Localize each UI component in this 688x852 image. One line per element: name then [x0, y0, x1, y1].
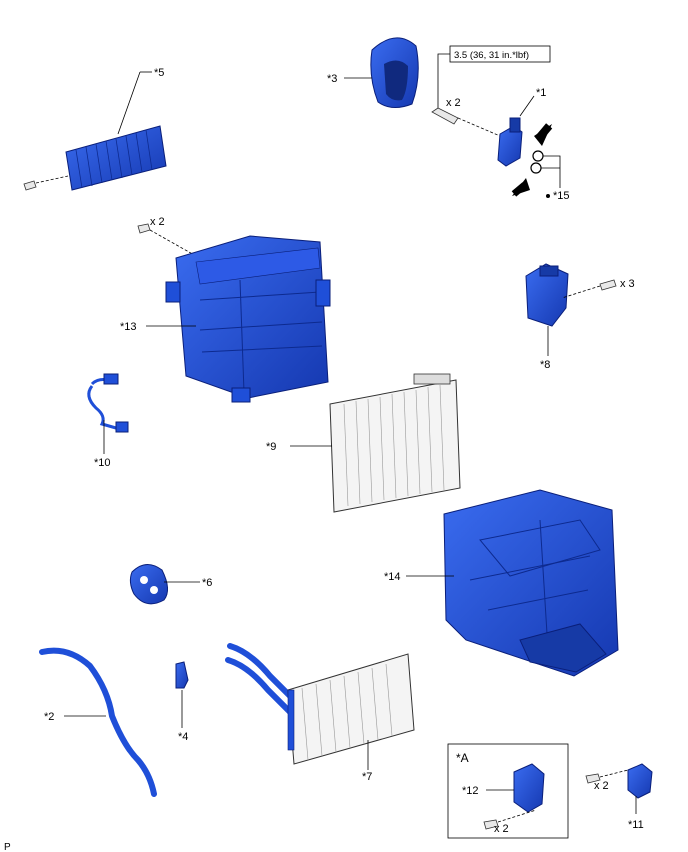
screw-icon-13 [137, 223, 151, 234]
label-7: *7 [362, 771, 372, 783]
part-13-case [165, 235, 331, 403]
part-14-heater-case [443, 489, 619, 677]
label-4: *4 [178, 731, 188, 743]
inset-box-a [447, 743, 569, 839]
screw-icon [23, 180, 37, 191]
non-reusable-dot [546, 194, 550, 198]
label-6: *6 [202, 577, 212, 589]
o-ring-upper [532, 150, 544, 162]
qty-x2-screw-11: x 2 [594, 780, 609, 792]
part-12-servo-motor [513, 763, 545, 813]
part-2-drain-hose [39, 647, 157, 797]
part-4-clamp [175, 661, 189, 689]
part-6-grommet [129, 564, 168, 605]
label-10: *10 [94, 457, 111, 469]
label-9: *9 [266, 441, 276, 453]
qty-x3-screw-8: x 3 [620, 278, 635, 290]
torque-spec: 3.5 (36, 31 in.*lbf) [454, 50, 529, 61]
label-13: *13 [120, 321, 137, 333]
part-1-expansion-valve [497, 117, 523, 167]
label-5: *5 [154, 67, 164, 79]
label-8: *8 [540, 359, 550, 371]
label-3: *3 [327, 73, 337, 85]
o-ring-lower [530, 162, 542, 174]
part-9-evaporator [329, 373, 461, 513]
part-3-cover [370, 37, 419, 108]
qty-x2-screw-13: x 2 [150, 216, 165, 228]
qty-x2-screw-12: x 2 [494, 823, 509, 835]
screw-icon-12 [483, 819, 499, 830]
label-15: *15 [553, 190, 570, 202]
label-1: *1 [536, 87, 546, 99]
part-7-heater-core [225, 643, 415, 765]
label-2: *2 [44, 711, 54, 723]
footer-code: P [4, 842, 11, 852]
screw-icon-8 [599, 279, 617, 291]
screw-icon-11 [585, 773, 601, 784]
part-5-air-filter [23, 125, 167, 191]
inset-label-a: *A [456, 751, 469, 765]
part-11-servo-motor [627, 763, 653, 799]
part-8-servo-motor [525, 263, 569, 327]
qty-x2-bolt-1: x 2 [446, 97, 461, 109]
label-12: *12 [462, 785, 479, 797]
part-10-wire-harness [87, 373, 129, 433]
label-11: *11 [628, 819, 644, 831]
label-14: *14 [384, 571, 401, 583]
bolt-icon [431, 107, 459, 125]
